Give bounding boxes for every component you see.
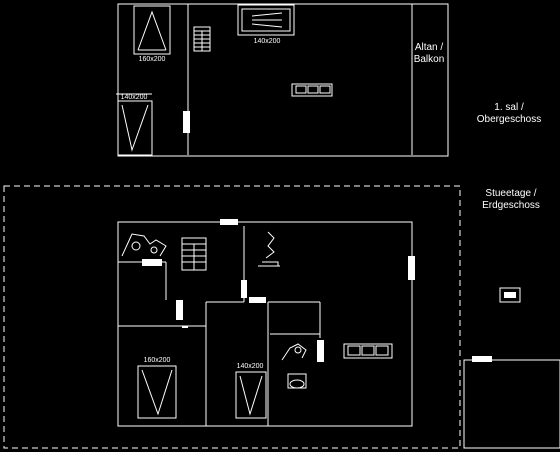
bed-size-label: 160x200 — [143, 357, 171, 364]
stairs-icon — [193, 26, 211, 52]
upper-floor-label-line2: Obergeschoss — [476, 114, 542, 125]
bed-size-label: 140x200 — [236, 363, 264, 370]
upper-floor-label: 1. sal / Obergeschoss — [462, 102, 556, 126]
sofa-icon — [291, 83, 333, 97]
upper-floor-outline — [117, 3, 449, 157]
door-icon — [142, 259, 162, 266]
fireplace-icon — [258, 231, 280, 267]
door-icon — [249, 297, 266, 303]
ground-floor-label: Stueetage / Erdgeschoss — [466, 188, 556, 212]
bed-icon — [237, 4, 295, 36]
kitchen-icon — [121, 233, 167, 257]
annex — [463, 356, 560, 449]
bed-size-label: 140x200 — [120, 94, 148, 101]
ground-outline-dashed — [3, 185, 461, 449]
upper-floor-label-line1: 1. sal / — [494, 102, 524, 113]
bed-size-label: 140x200 — [253, 38, 281, 45]
door-icon — [176, 300, 183, 320]
door-icon — [408, 256, 415, 280]
bed-icon — [137, 365, 177, 419]
bed-icon — [235, 371, 267, 419]
tv-icon — [499, 287, 521, 303]
sofa-icon — [343, 343, 393, 359]
door-icon — [182, 326, 188, 328]
bed-icon — [117, 100, 153, 156]
stairs-icon — [181, 237, 207, 271]
door-icon — [317, 340, 324, 362]
door-icon — [220, 219, 238, 225]
bed-icon — [133, 5, 171, 55]
door-icon — [183, 111, 190, 133]
door-icon — [241, 280, 247, 298]
ground-floor-outline — [117, 221, 413, 427]
upper-floor — [116, 3, 449, 157]
balcony-label: Altan / Balkon — [406, 42, 452, 66]
ground-floor-label-line2: Erdgeschoss — [482, 200, 540, 211]
balcony-label-line2: Balkon — [413, 54, 445, 65]
ground-floor — [3, 185, 560, 449]
bed-size-label: 160x200 — [138, 56, 166, 63]
toilet-icon — [287, 373, 307, 389]
shower-icon — [281, 343, 307, 361]
door-icon — [472, 356, 492, 362]
ground-floor-label-line1: Stueetage / — [485, 188, 537, 199]
annex-outline — [463, 359, 560, 449]
balcony-label-line1: Altan / — [414, 42, 444, 53]
